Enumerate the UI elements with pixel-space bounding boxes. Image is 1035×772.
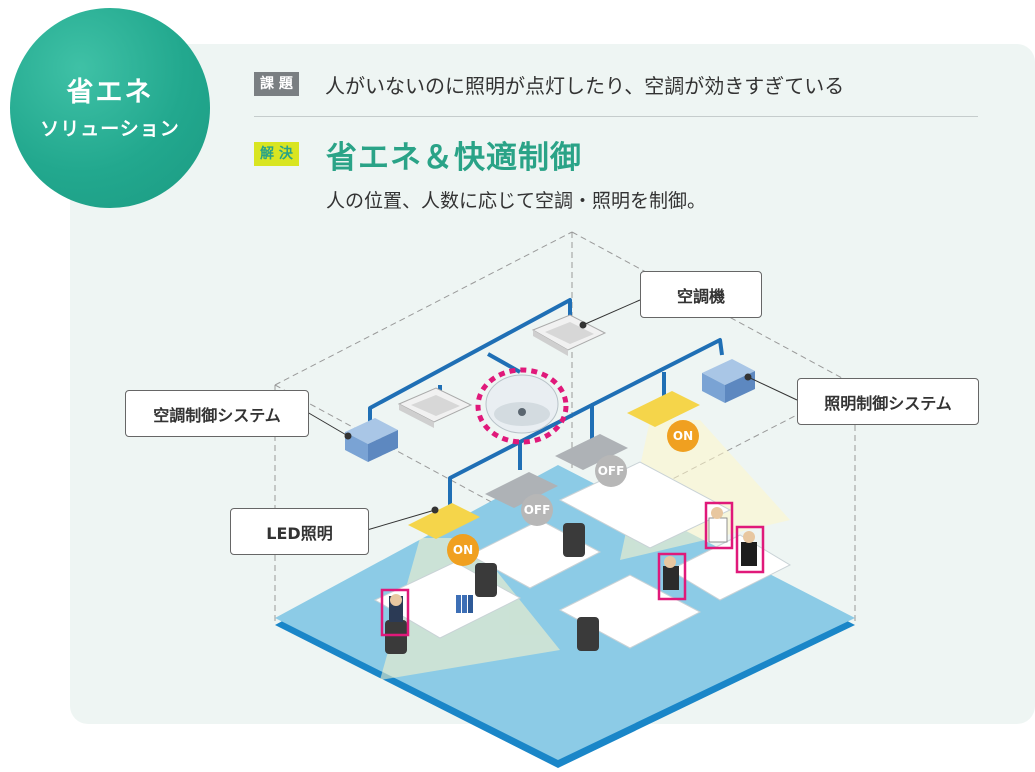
- lamp-right-state: ON: [667, 420, 699, 452]
- solution-title: 省エネ＆快適制御: [326, 140, 582, 176]
- badge-subtitle: ソリューション: [40, 118, 180, 140]
- binders: [456, 595, 473, 613]
- callout-air-conditioner: 空調機: [640, 271, 762, 318]
- solution-badge: 省エネ ソリューション: [10, 8, 210, 208]
- led-lamps: [408, 391, 700, 539]
- sensor-camera: [475, 367, 569, 445]
- lamp-left-state: ON: [447, 534, 479, 566]
- callout-led-lighting: LED照明: [230, 508, 369, 555]
- lamp-mid1-state: OFF: [521, 494, 553, 526]
- solution-tag: 解 決: [254, 142, 299, 166]
- callout-ac-control-system: 空調制御システム: [125, 390, 309, 437]
- lamp-state-markers: ON ON OFF OFF: [447, 420, 699, 566]
- air-conditioner-units: [397, 314, 607, 428]
- lamp-mid1-label: OFF: [524, 503, 551, 517]
- divider: [254, 116, 978, 117]
- lamp-right-label: ON: [673, 429, 693, 443]
- detected-people: [380, 501, 765, 637]
- lamp-left-label: ON: [453, 543, 473, 557]
- issue-tag: 課 題: [254, 72, 299, 96]
- chairs: [385, 523, 599, 654]
- lamp-mid2-state: OFF: [595, 455, 627, 487]
- callout-lighting-control-system: 照明制御システム: [797, 378, 979, 425]
- solution-text: 人の位置、人数に応じて空調・照明を制御。: [326, 190, 707, 212]
- lamp-mid2-label: OFF: [598, 464, 625, 478]
- badge-title: 省エネ: [66, 77, 154, 108]
- callout-leaders: [306, 299, 798, 531]
- issue-text: 人がいないのに照明が点灯したり、空調が効きすぎている: [325, 74, 845, 98]
- control-pipes: [368, 298, 724, 512]
